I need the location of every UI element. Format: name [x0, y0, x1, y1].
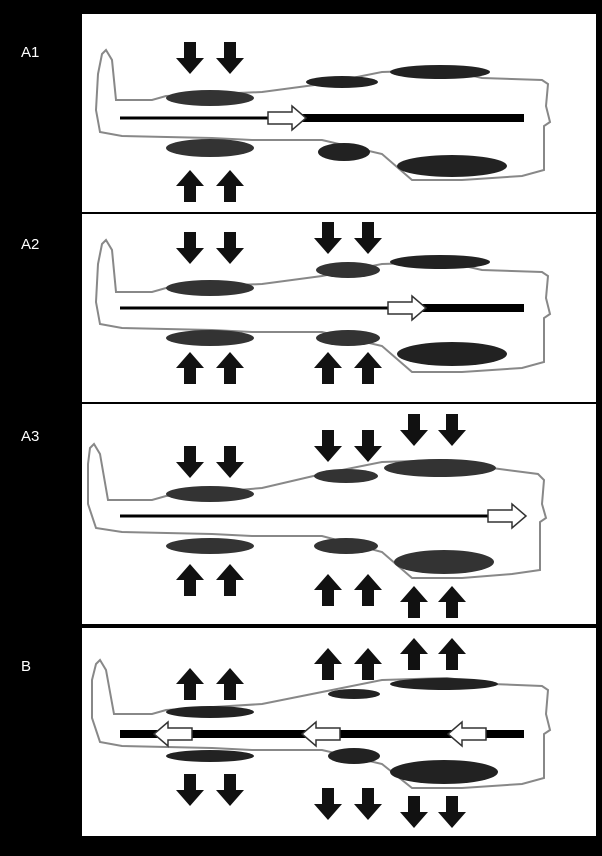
bladder-foot-bottom	[397, 155, 507, 177]
release-arrow-down	[400, 796, 428, 828]
compression-arrow-down	[176, 446, 204, 478]
compression-arrow-up	[314, 352, 342, 384]
release-arrow-up	[400, 638, 428, 670]
bladder-calf-top	[306, 76, 378, 88]
cuff-thigh-bottom	[166, 139, 254, 157]
cuff-calf-bottom	[314, 538, 378, 554]
release-arrow-down	[438, 796, 466, 828]
panel-label-a2: A2	[21, 236, 39, 254]
cuff-thigh-top	[166, 486, 254, 502]
compression-arrow-down	[438, 414, 466, 446]
compression-arrow-up	[400, 586, 428, 618]
bladder-calf-bottom	[318, 143, 370, 161]
cuff-thigh-top	[166, 90, 254, 106]
cuff-calf-top	[314, 469, 378, 483]
release-arrow-up	[176, 668, 204, 700]
compression-arrow-up	[354, 574, 382, 606]
release-arrow-up	[354, 648, 382, 680]
release-arrow-down	[216, 774, 244, 806]
bladder-calf-bottom	[328, 748, 380, 764]
compression-arrow-down	[400, 414, 428, 446]
release-arrow-up	[216, 668, 244, 700]
panel-a1	[82, 14, 596, 212]
bladder-thigh-top	[166, 706, 254, 718]
cuff-thigh-bottom	[166, 538, 254, 554]
cuff-thigh-bottom	[166, 330, 254, 346]
compression-arrow-down	[216, 446, 244, 478]
panel-b	[82, 628, 596, 836]
panel-label-b: B	[21, 658, 31, 676]
bladder-foot-top	[390, 678, 498, 690]
panel-label-a1: A1	[21, 44, 39, 62]
compression-arrow-down	[216, 42, 244, 74]
leg-diagram-a2	[82, 214, 596, 402]
release-arrow-up	[314, 648, 342, 680]
bladder-foot-bottom	[390, 760, 498, 784]
cuff-calf-bottom	[316, 330, 380, 346]
leg-diagram-b	[82, 628, 596, 836]
compression-arrow-up	[176, 564, 204, 596]
release-arrow-up	[438, 638, 466, 670]
compression-arrow-down	[314, 430, 342, 462]
bladder-foot-bottom	[397, 342, 507, 366]
panel-a3	[82, 404, 596, 624]
bladder-foot-top	[390, 255, 490, 269]
bladder-foot-top	[390, 65, 490, 79]
compression-arrow-up	[354, 352, 382, 384]
compression-arrow-up	[216, 564, 244, 596]
panel-a2	[82, 214, 596, 402]
bladder-calf-top	[328, 689, 380, 699]
compression-arrow-down	[314, 222, 342, 254]
cuff-foot-top	[384, 459, 496, 477]
release-arrow-down	[314, 788, 342, 820]
cuff-calf-top	[316, 262, 380, 278]
cuff-foot-bottom	[394, 550, 494, 574]
cuff-thigh-top	[166, 280, 254, 296]
leg-diagram-a3	[82, 404, 596, 624]
bladder-thigh-bottom	[166, 750, 254, 762]
compression-arrow-down	[176, 42, 204, 74]
compression-arrow-down	[176, 232, 204, 264]
compression-arrow-up	[216, 170, 244, 202]
black-margin	[0, 0, 82, 856]
release-arrow-down	[176, 774, 204, 806]
compression-arrow-up	[176, 170, 204, 202]
compression-arrow-down	[216, 232, 244, 264]
compression-arrow-down	[354, 222, 382, 254]
compression-arrow-up	[438, 586, 466, 618]
panel-label-a3: A3	[21, 428, 39, 446]
compression-arrow-up	[314, 574, 342, 606]
compression-arrow-down	[354, 430, 382, 462]
compression-arrow-up	[216, 352, 244, 384]
compression-arrow-up	[176, 352, 204, 384]
leg-diagram-a1	[82, 14, 596, 212]
release-arrow-down	[354, 788, 382, 820]
